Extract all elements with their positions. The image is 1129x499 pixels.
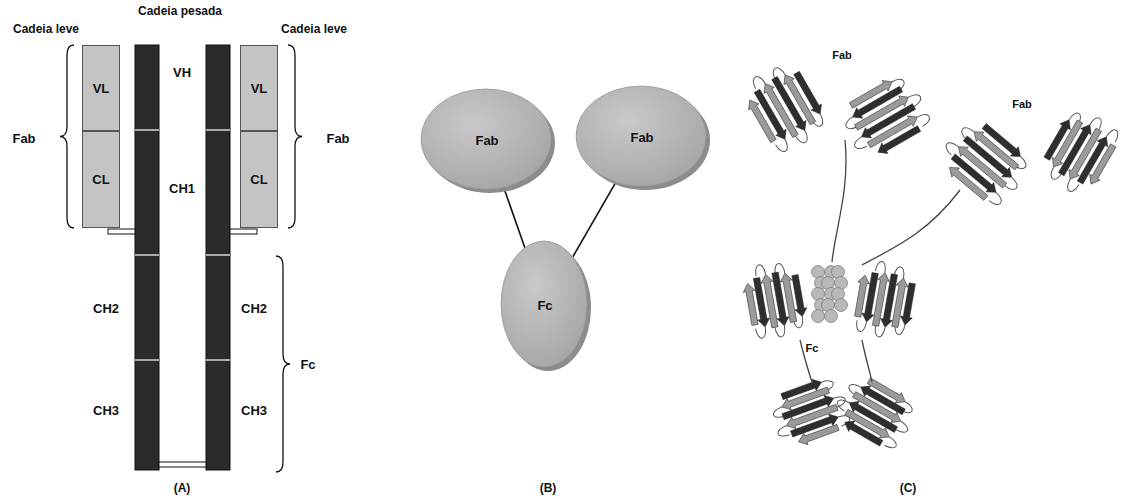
fragment-label: Fab xyxy=(1012,98,1032,110)
domain-label: CH1 xyxy=(169,181,195,196)
domain-label: CH3 xyxy=(93,403,119,418)
hinge-line xyxy=(573,183,616,257)
ribbon-structure xyxy=(736,55,1127,457)
light-chain-domain: VL xyxy=(240,45,278,131)
ribbon-domain xyxy=(849,258,921,342)
domain-divider xyxy=(135,254,159,255)
light-chain-domain: CL xyxy=(240,131,278,228)
panel-letter: (B) xyxy=(540,481,557,495)
bracket xyxy=(288,45,302,228)
glycan-sphere xyxy=(812,310,825,323)
disulfide-bond xyxy=(159,462,206,467)
linker-strand xyxy=(862,340,872,382)
fragment-label: Fc xyxy=(300,357,315,372)
heavy-chain-bar xyxy=(135,45,159,470)
disulfide-bond xyxy=(108,229,135,234)
antibody-schematic xyxy=(60,45,302,472)
fragment-label: Fab xyxy=(12,131,35,146)
domain-label: Fc xyxy=(537,298,552,313)
fragment-label: Fab xyxy=(326,131,349,146)
light-chain-domain: CL xyxy=(82,131,120,228)
domain-label: CL xyxy=(250,172,267,187)
ribbon-domain xyxy=(736,55,834,159)
hinge-line xyxy=(504,188,525,249)
light-chain-title: Cadeia leve xyxy=(13,22,79,36)
ribbon-domain xyxy=(933,111,1038,214)
fragment-ellipse: Fab xyxy=(572,82,712,192)
light-chain-domain: VL xyxy=(82,45,120,131)
domain-label: VH xyxy=(173,65,191,80)
domain-divider xyxy=(135,129,159,130)
fragment-ellipse: Fc xyxy=(497,237,593,373)
fragment-ellipse: Fab xyxy=(417,85,557,195)
fragment-label: Fab xyxy=(832,49,852,61)
domain-label: VL xyxy=(93,81,110,96)
domain-label: Fab xyxy=(630,130,653,145)
domain-divider xyxy=(206,254,230,255)
domain-divider xyxy=(135,359,159,360)
domain-divider xyxy=(206,359,230,360)
linker-strand xyxy=(862,190,960,265)
linker-strand xyxy=(832,140,846,262)
disulfide-bond xyxy=(230,229,257,234)
heavy-chain-bar xyxy=(206,45,230,470)
domain-divider xyxy=(206,129,230,130)
ribbon-domain xyxy=(828,367,923,456)
domain-label: CH2 xyxy=(241,301,267,316)
domain-label: CH2 xyxy=(93,301,119,316)
domain-label: VL xyxy=(251,81,268,96)
ribbon-domain xyxy=(833,68,937,166)
domain-label: CL xyxy=(92,172,109,187)
heavy-chain-title: Cadeia pesada xyxy=(138,4,222,18)
domain-label: CH3 xyxy=(241,403,267,418)
light-chain-title: Cadeia leve xyxy=(281,22,347,36)
panel-letter: (A) xyxy=(174,481,191,495)
fragment-label: Fc xyxy=(806,342,819,354)
glycan-sphere xyxy=(835,299,848,312)
domain-label: Fab xyxy=(475,133,498,148)
panel-letter: (C) xyxy=(900,481,917,495)
ribbon-domain xyxy=(765,371,856,453)
ribbon-domain xyxy=(739,258,811,342)
bracket xyxy=(60,45,74,228)
ribbon-domain xyxy=(1033,102,1127,201)
glycan-sphere xyxy=(825,310,838,323)
bracket xyxy=(276,256,290,472)
